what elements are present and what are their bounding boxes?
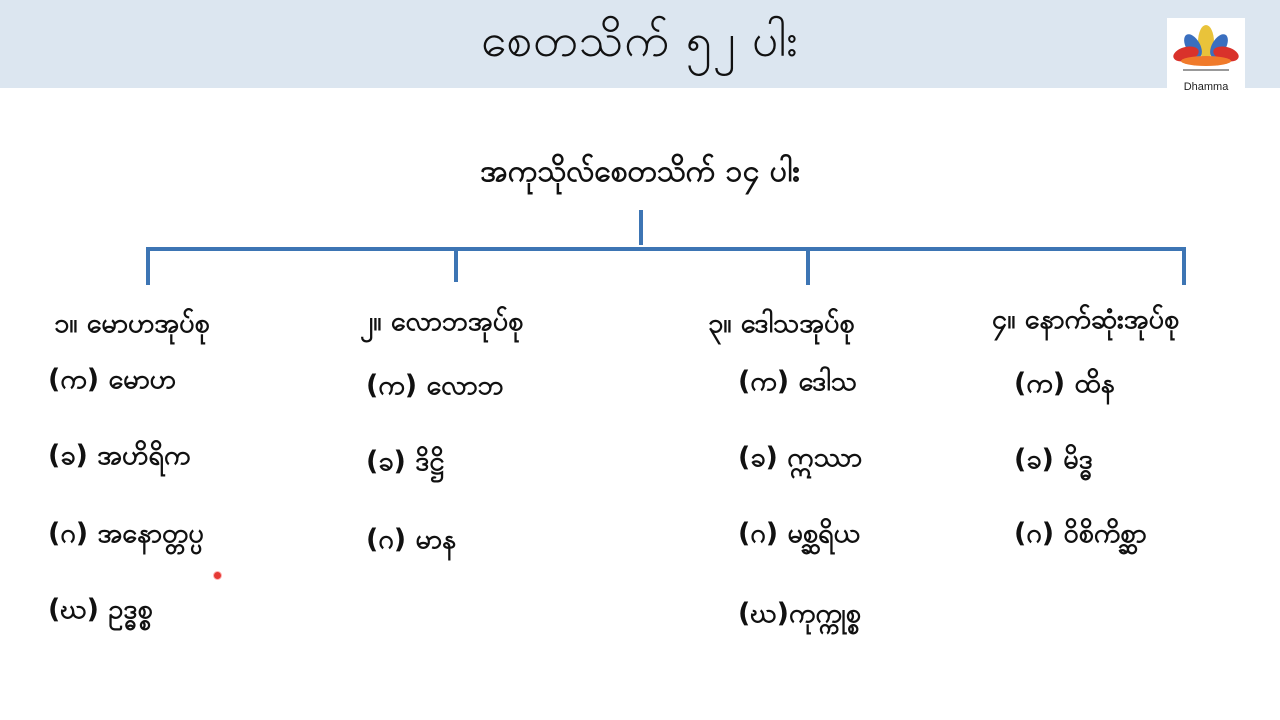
pointer-dot (213, 571, 222, 580)
lotus-icon (1173, 25, 1239, 71)
list-item: (က) လောဘ (366, 370, 504, 401)
list-item: (ဂ) မာန (366, 524, 457, 555)
title-banner (0, 0, 1280, 88)
dhamma-logo: Dhamma (1167, 18, 1245, 98)
group-heading-1: ၁။ မောဟအုပ်စု (54, 308, 210, 339)
list-item: (ဂ) ဝိစိကိစ္ဆာ (1014, 518, 1147, 549)
list-item: (ဃ)ကုက္ကုစ္စ (738, 598, 861, 629)
logo-label: Dhamma (1183, 81, 1229, 93)
slide-title: စေတသိက် ၅၂ ပါး (481, 13, 799, 67)
list-item: (က) ထိန (1014, 368, 1115, 399)
list-item: (ခ) ဒိဋ္ဌိ (366, 446, 445, 477)
list-item: (ဂ) အနောတ္တပ္ပ (48, 518, 204, 549)
list-item: (က) မောဟ (48, 364, 177, 395)
list-item: (ခ) မိဒ္ဓ (1014, 444, 1093, 475)
list-item: (ခ) အဟိရိက (48, 440, 191, 471)
group-heading-3: ၃။ ဒေါသအုပ်စု (708, 308, 855, 339)
list-item: (ဂ) မစ္ဆရိယ (738, 518, 860, 549)
group-heading-4: ၄။ နောက်ဆုံးအုပ်စု (992, 304, 1180, 335)
root-node: အကုသိုလ်စေတသိက် ၁၄ ပါး (480, 154, 800, 189)
group-heading-2: ၂။ လောဘအုပ်စု (360, 306, 524, 337)
list-item: (ဃ) ဥဒ္ဓစ္စ (48, 594, 153, 625)
list-item: (ခ) ဣဿာ (738, 442, 863, 473)
list-item: (က) ဒေါသ (738, 366, 857, 397)
